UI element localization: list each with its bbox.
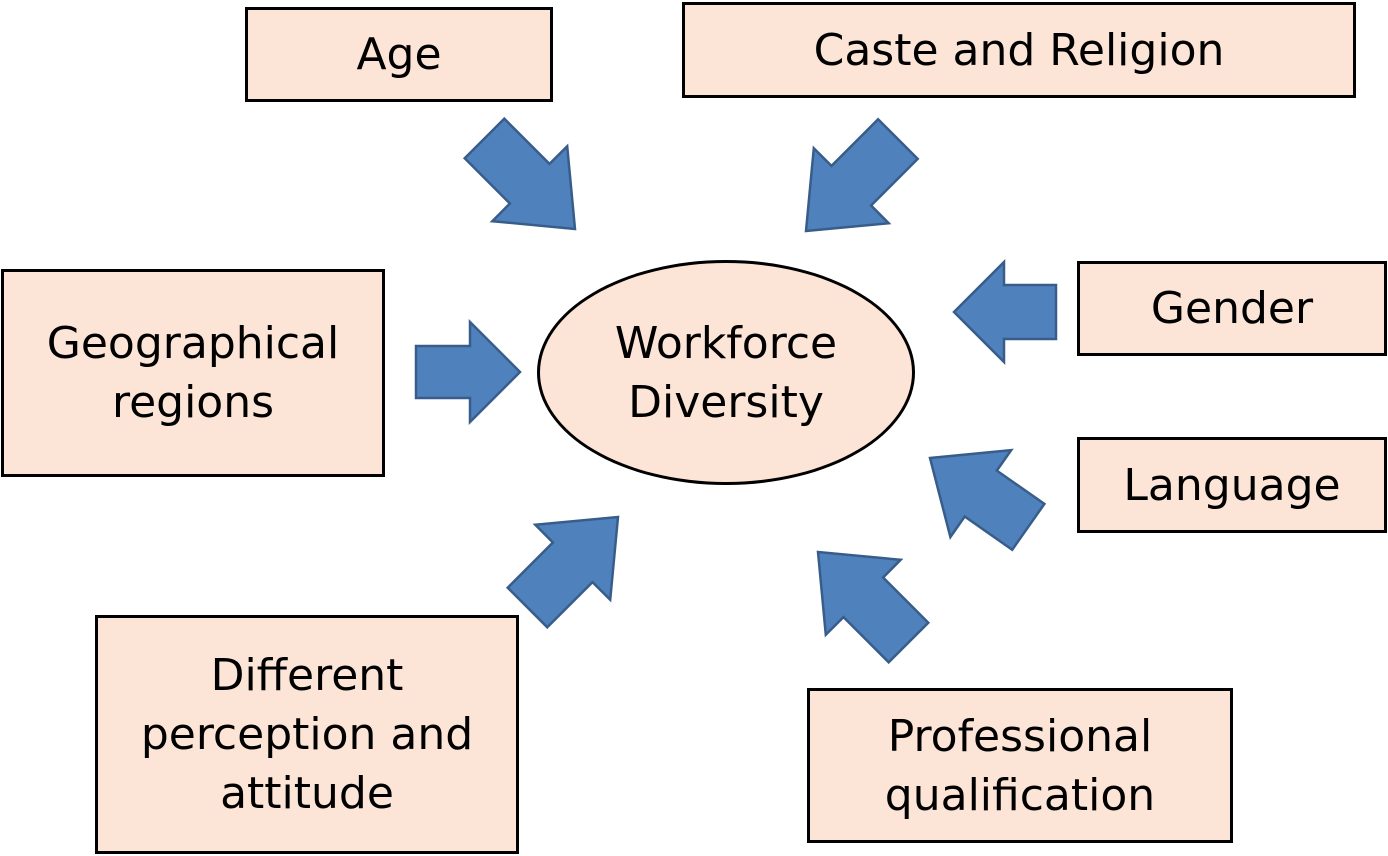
- arrow-geo: [414, 318, 522, 426]
- factor-box-language: Language: [1077, 437, 1387, 533]
- center-line-1: Workforce: [614, 317, 838, 369]
- arrow-prof: [816, 550, 931, 665]
- factor-box-geographical-regions: Geographical regions: [1, 269, 385, 477]
- factor-label-line-2: qualification: [884, 769, 1156, 821]
- center-line-2: Diversity: [628, 376, 824, 428]
- factor-label-line-1: Different: [210, 650, 404, 701]
- arrow-gender: [952, 258, 1058, 366]
- factor-label-line-3: attitude: [220, 768, 394, 819]
- arrow-language: [928, 448, 1047, 552]
- factor-label: Language: [1123, 459, 1341, 511]
- arrow-caste: [804, 117, 920, 233]
- factor-box-gender: Gender: [1077, 261, 1387, 356]
- factor-label: Caste and Religion: [813, 24, 1225, 76]
- factor-label: Gender: [1150, 283, 1314, 334]
- arrow-age: [462, 116, 577, 231]
- center-ellipse-workforce-diversity: Workforce Diversity: [537, 260, 915, 485]
- factor-box-different-perception: Different perception and attitude: [95, 615, 519, 854]
- factor-label-line-2: perception and: [140, 709, 474, 760]
- factor-box-age: Age: [245, 7, 553, 102]
- factor-label: Age: [356, 29, 442, 80]
- arrow-diff: [505, 515, 620, 630]
- factor-box-caste-religion: Caste and Religion: [682, 2, 1356, 98]
- factor-label-line-1: Geographical: [46, 318, 340, 369]
- factor-label-line-1: Professional: [887, 710, 1153, 762]
- factor-box-professional-qualification: Professional qualification: [807, 688, 1233, 843]
- factor-label-line-2: regions: [111, 377, 275, 428]
